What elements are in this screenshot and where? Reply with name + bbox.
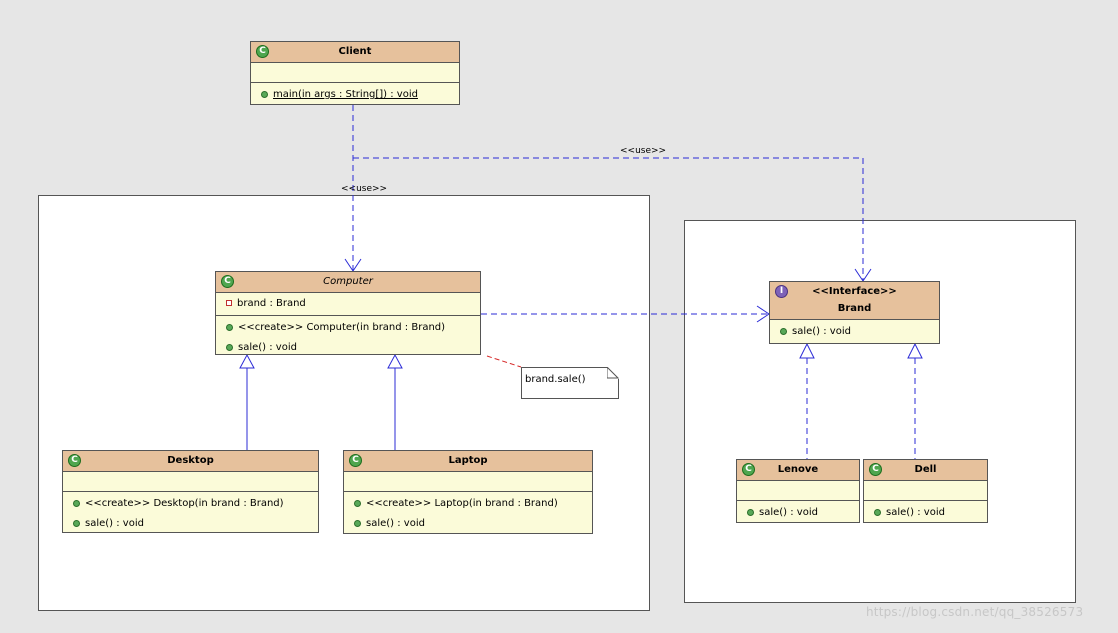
stereotype-label: <<Interface>> (812, 286, 897, 297)
triangle-laptop (387, 353, 403, 369)
operations-section: <<create>> Desktop(in brand : Brand) sal… (63, 492, 318, 536)
class-header: C Desktop (63, 451, 318, 472)
public-method-icon (874, 509, 881, 516)
class-client[interactable]: C Client main(in args : String[]) : void (250, 41, 460, 105)
class-icon: C (68, 454, 81, 467)
operations-section: main(in args : String[]) : void (251, 83, 459, 107)
attributes-section (63, 472, 318, 492)
operation: <<create>> Desktop(in brand : Brand) (63, 494, 318, 514)
class-header: C Lenove (737, 460, 859, 481)
class-header: C Laptop (344, 451, 592, 472)
class-icon: C (742, 463, 755, 476)
class-icon: C (221, 275, 234, 288)
public-method-icon (261, 91, 268, 98)
class-icon: C (256, 45, 269, 58)
note-link-line (486, 355, 522, 368)
interface-brand[interactable]: I <<Interface>> Brand sale() : void (769, 281, 940, 344)
operations-section: sale() : void (770, 320, 939, 344)
attributes-section (251, 63, 459, 83)
class-name: Client (338, 46, 372, 57)
watermark: https://blog.csdn.net/qq_38526573 (866, 605, 1084, 619)
public-method-icon (780, 328, 787, 335)
triangle-lenove (799, 342, 815, 359)
operations-section: sale() : void (737, 501, 859, 525)
package-left (38, 195, 650, 611)
operation: <<create>> Laptop(in brand : Brand) (344, 494, 592, 514)
class-dell[interactable]: C Dell sale() : void (863, 459, 988, 523)
attributes-section (344, 472, 592, 492)
operations-section: sale() : void (864, 501, 987, 525)
operation: <<create>> Computer(in brand : Brand) (216, 318, 480, 338)
attributes-section: brand : Brand (216, 293, 480, 316)
class-computer[interactable]: C Computer brand : Brand <<create>> Comp… (215, 271, 481, 355)
class-header: C Dell (864, 460, 987, 481)
operation: sale() : void (737, 503, 859, 523)
interface-icon: I (775, 285, 788, 298)
operation: sale() : void (770, 322, 939, 342)
use-label-brand: <<use>> (620, 146, 667, 156)
public-method-icon (354, 520, 361, 527)
class-name: Dell (914, 464, 937, 475)
class-name: Computer (323, 276, 373, 287)
triangle-dell (907, 342, 923, 359)
class-laptop[interactable]: C Laptop <<create>> Laptop(in brand : Br… (343, 450, 593, 534)
private-field-icon (226, 300, 232, 306)
operation: sale() : void (216, 338, 480, 358)
use-line-client-brand (353, 157, 864, 281)
operation: sale() : void (344, 514, 592, 534)
attribute: brand : Brand (216, 295, 480, 313)
class-header: C Computer (216, 272, 480, 293)
attributes-section (864, 481, 987, 501)
note-text: brand.sale() (525, 374, 586, 385)
triangle-desktop (239, 353, 255, 369)
note-brand-sale[interactable]: brand.sale() (521, 367, 619, 399)
operation: main(in args : String[]) : void (251, 85, 459, 105)
class-icon: C (869, 463, 882, 476)
operations-section: <<create>> Laptop(in brand : Brand) sale… (344, 492, 592, 536)
attributes-section (737, 481, 859, 501)
class-name: Brand (837, 303, 872, 314)
operation: sale() : void (63, 514, 318, 534)
public-method-icon (226, 324, 233, 331)
use-label-computer: <<use>> (341, 184, 388, 194)
note-fold-icon (607, 367, 619, 379)
public-method-icon (73, 520, 80, 527)
public-method-icon (354, 500, 361, 507)
class-desktop[interactable]: C Desktop <<create>> Desktop(in brand : … (62, 450, 319, 533)
operations-section: <<create>> Computer(in brand : Brand) sa… (216, 316, 480, 360)
class-header: C Client (251, 42, 459, 63)
public-method-icon (226, 344, 233, 351)
public-method-icon (73, 500, 80, 507)
class-lenove[interactable]: C Lenove sale() : void (736, 459, 860, 523)
class-header: I <<Interface>> Brand (770, 282, 939, 320)
class-icon: C (349, 454, 362, 467)
public-method-icon (747, 509, 754, 516)
operation: sale() : void (864, 503, 987, 523)
class-name: Desktop (167, 455, 214, 466)
class-name: Laptop (448, 455, 488, 466)
class-name: Lenove (777, 464, 819, 475)
